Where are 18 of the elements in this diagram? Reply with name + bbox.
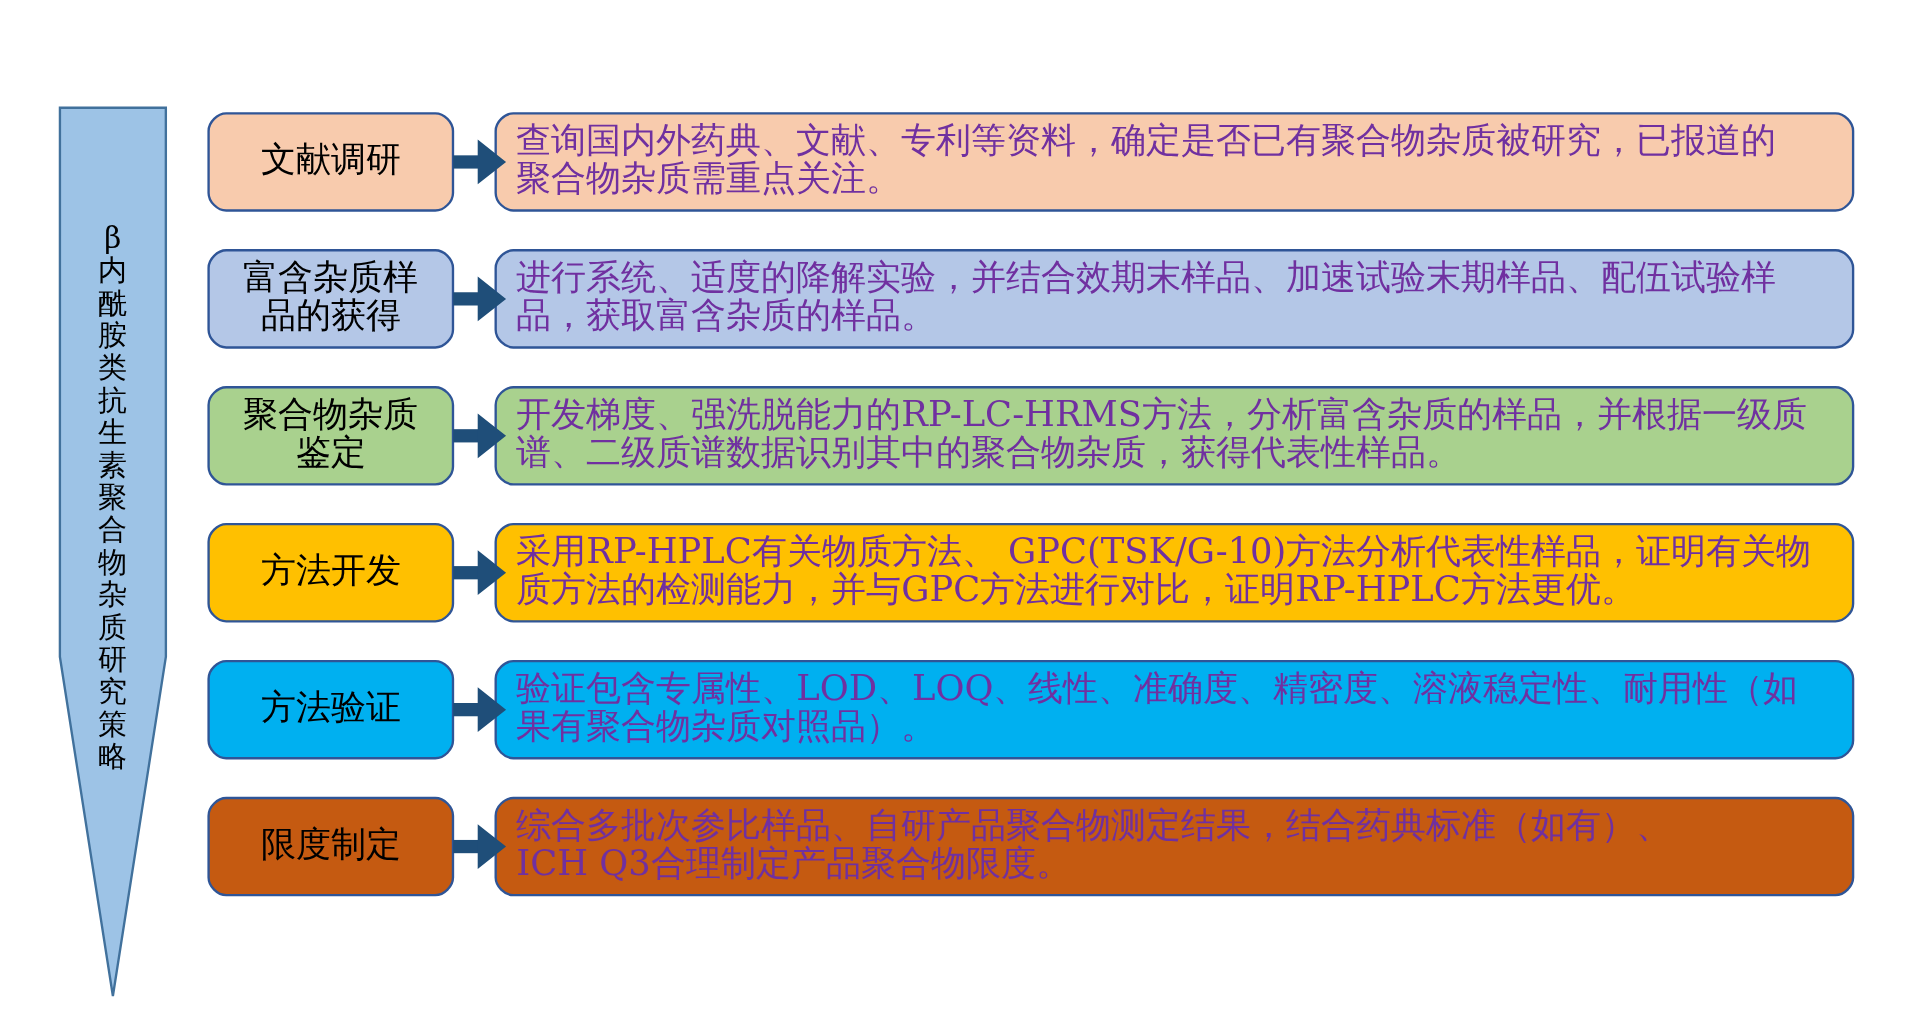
node-box: 聚合物杂质鉴定 <box>206 386 454 486</box>
arrow <box>452 687 506 732</box>
arrow <box>452 139 506 185</box>
node-box: 综合多批次参比样品、自研产品聚合物测定结果，结合药典标准（如有）、ICH Q3合理制定产品聚合物限度。 <box>494 796 1854 897</box>
arrow <box>452 276 506 322</box>
node-box: 采用RP-HPLC有关物质方法、 GPC(TSK/G-10)方法分析代表性样品，证明有关物质方法的检测能力，并与GPC方法进行对比，证明RP-HPLC方法更优。 <box>494 522 1854 623</box>
node-box: 进行系统、适度的降解实验，并结合效期末样品、加速试验末期样品、配伍试验样品，获取富含杂质的样品。 <box>494 249 1854 349</box>
node-box: 文献调研 <box>206 112 454 212</box>
node-box: 开发梯度、强洗脱能力的RP-LC-HRMS方法，分析富含杂质的样品，并根据一级质谱、二级质谱数据识别其中的聚合物杂质，获得代表性样品。 <box>494 386 1854 486</box>
arrow <box>452 550 506 596</box>
node-box: 方法验证 <box>206 659 454 760</box>
node-box: 富含杂质样品的获得 <box>206 249 454 349</box>
arrow <box>452 413 506 459</box>
arrow <box>452 824 506 869</box>
node-box: 验证包含专属性、LOD、LOQ、线性、准确度、精密度、溶液稳定性、耐用性（如果有聚合物杂质对照品）。 <box>494 659 1854 760</box>
node-box: 查询国内外药典、文献、专利等资料，确定是否已有聚合物杂质被研究，已报道的聚合物杂质需重点关注。 <box>494 112 1854 212</box>
node-box: 限度制定 <box>206 796 454 897</box>
node-box: 方法开发 <box>206 522 454 623</box>
